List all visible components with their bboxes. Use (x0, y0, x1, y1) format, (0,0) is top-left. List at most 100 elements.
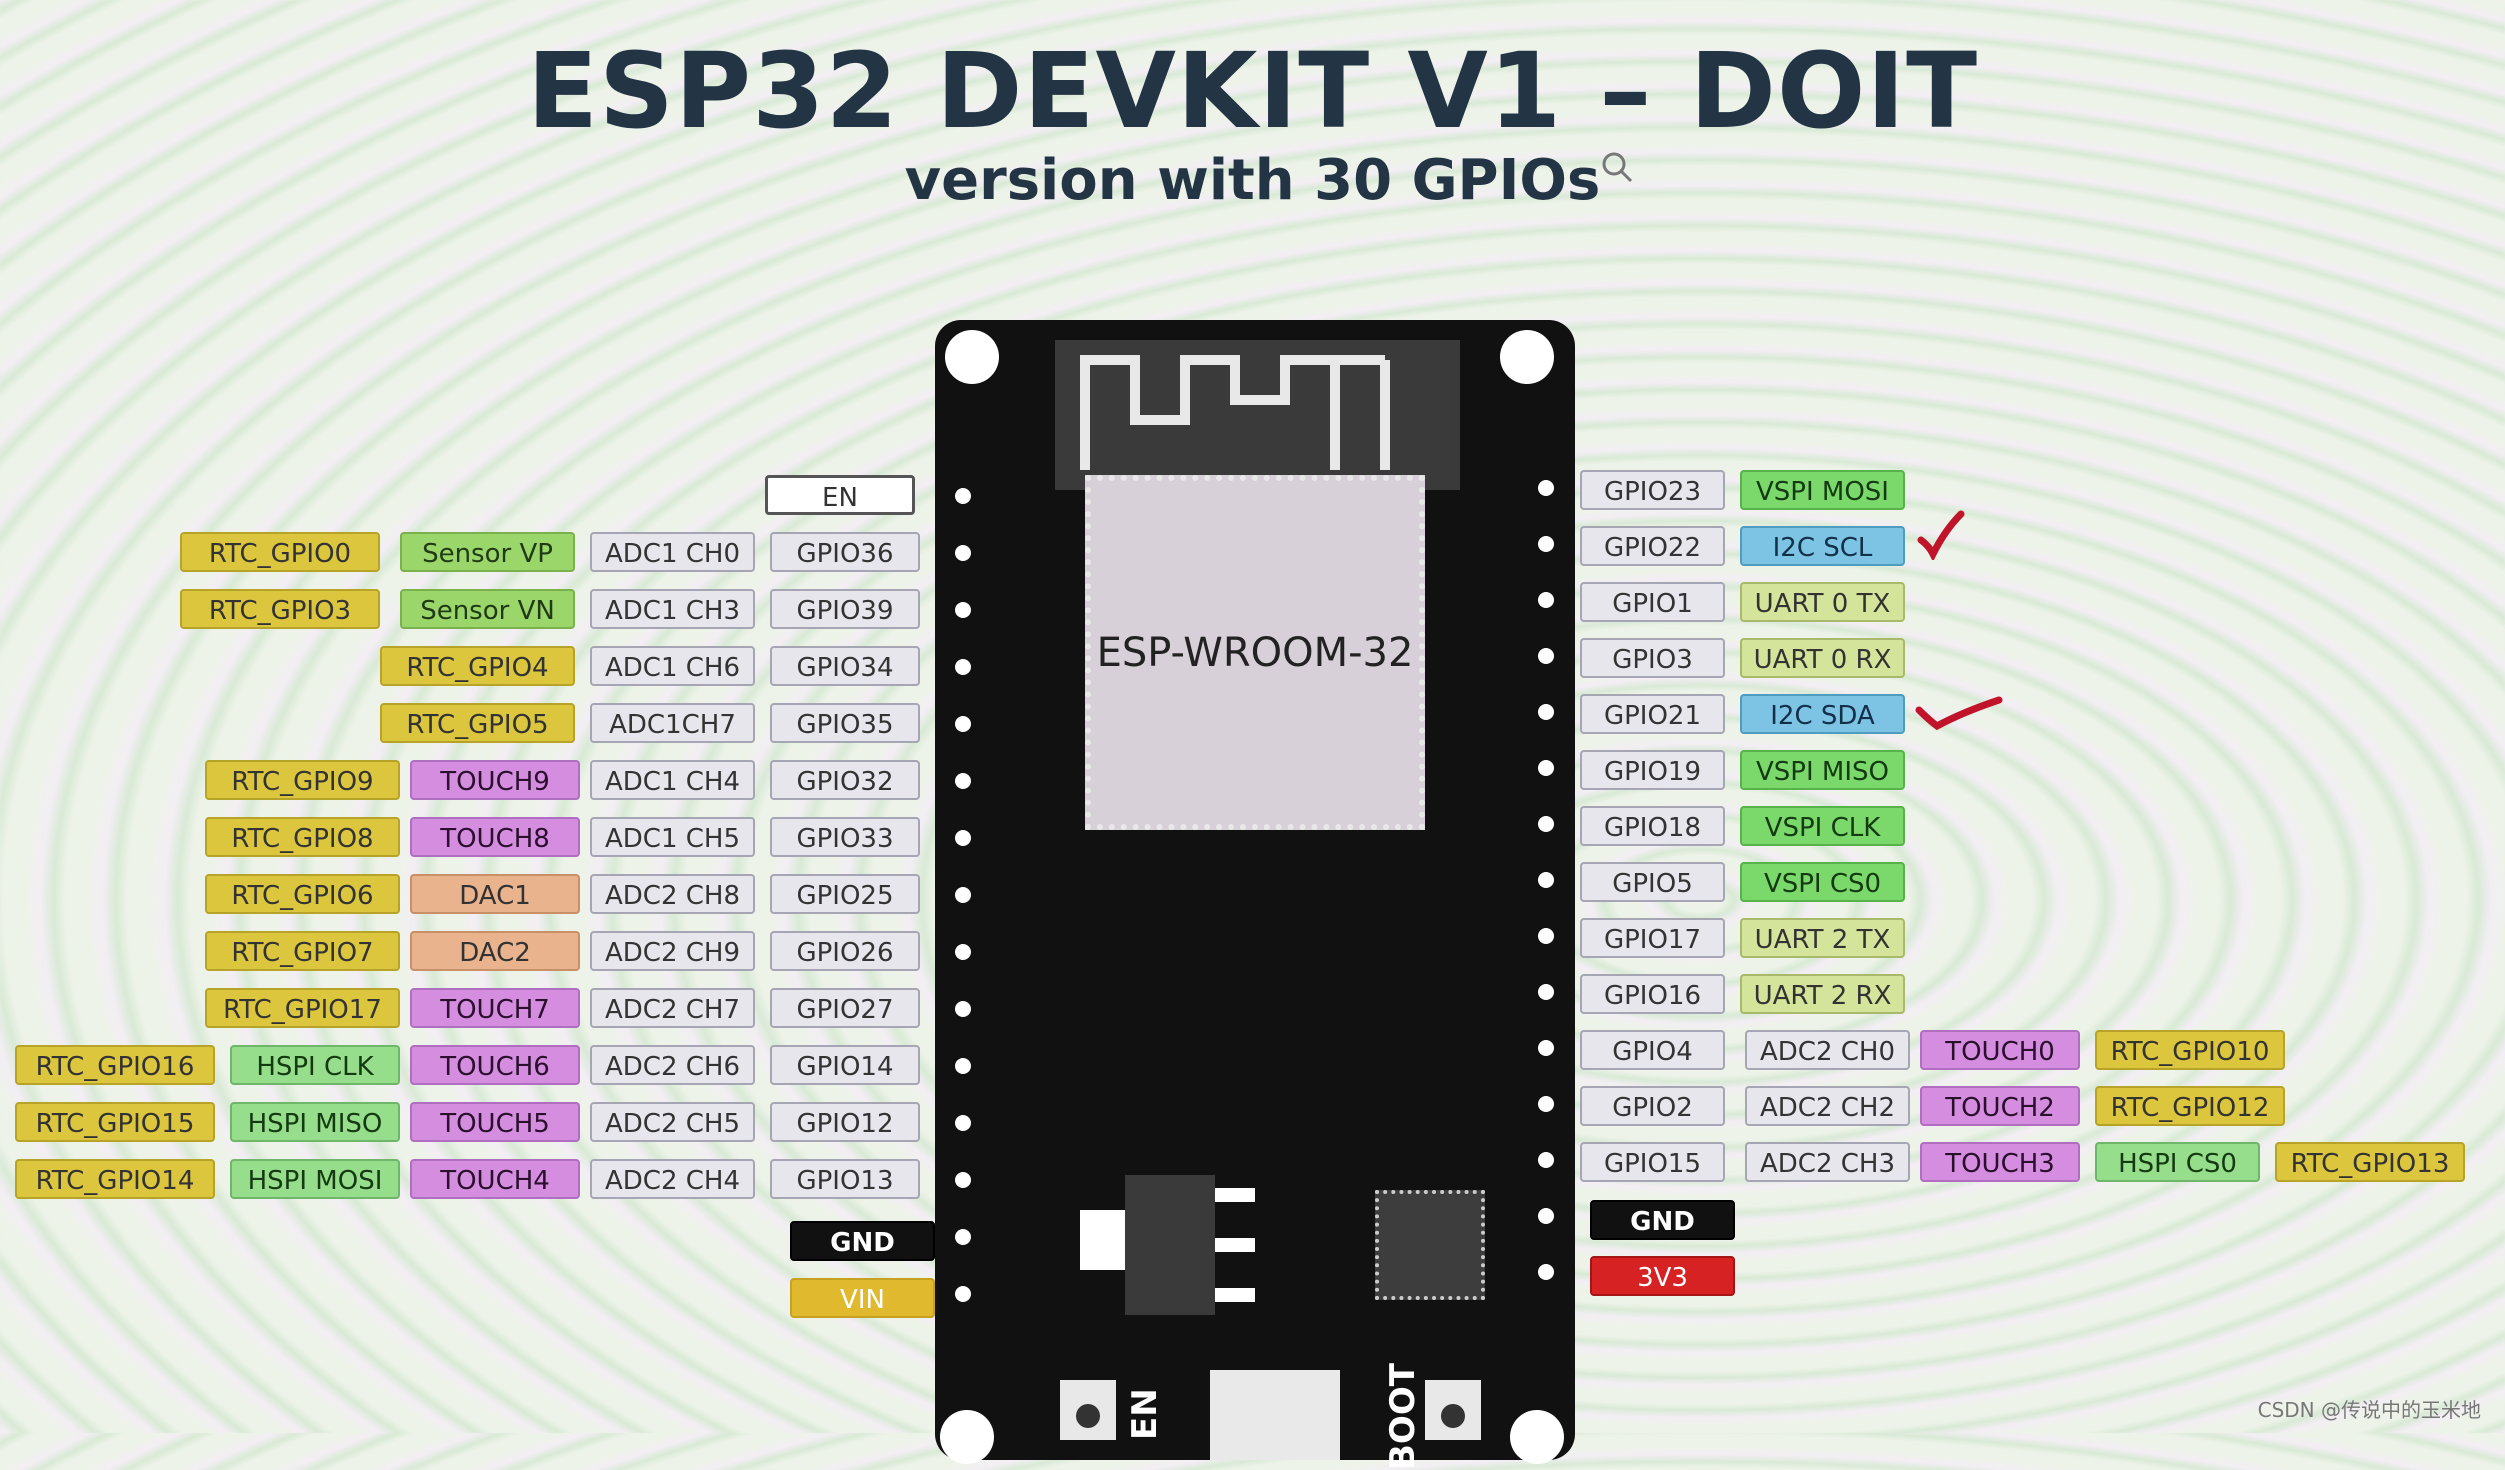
voltage-regulator (1125, 1175, 1215, 1315)
header-pin-dot (1538, 480, 1554, 496)
gpio-label: GPIO14 (770, 1045, 920, 1085)
mount-hole-bottom-right (1510, 1410, 1564, 1464)
rtc-gpio-label: RTC_GPIO10 (2095, 1030, 2285, 1070)
function-label: VSPI CS0 (1740, 862, 1905, 902)
adc-label: ADC2 CH9 (590, 931, 755, 971)
header-pin-dot (955, 545, 971, 561)
gpio-label: GPIO23 (1580, 470, 1725, 510)
function-label: UART 0 TX (1740, 582, 1905, 622)
gpio-label: GPIO1 (1580, 582, 1725, 622)
gpio-label: GPIO33 (770, 817, 920, 857)
function-label: UART 0 RX (1740, 638, 1905, 678)
gpio-label: GPIO26 (770, 931, 920, 971)
gpio-label: GPIO27 (770, 988, 920, 1028)
header-pin-dot (1538, 928, 1554, 944)
rtc-gpio-label: RTC_GPIO8 (205, 817, 400, 857)
gpio-label: GPIO5 (1580, 862, 1725, 902)
hspi-label: HSPI MISO (230, 1102, 400, 1142)
rtc-gpio-label: RTC_GPIO9 (205, 760, 400, 800)
header-pin-dot (1538, 760, 1554, 776)
adc-label: ADC2 CH0 (1745, 1030, 1910, 1070)
header-pin-dot (955, 944, 971, 960)
gpio-label: GPIO17 (1580, 918, 1725, 958)
zoom-icon[interactable] (1600, 150, 1634, 184)
gpio-label: GPIO12 (770, 1102, 920, 1142)
page-subtitle: version with 30 GPIOs (0, 148, 2505, 213)
hspi-label: HSPI MOSI (230, 1159, 400, 1199)
header-pin-dot (1538, 1264, 1554, 1280)
touch-label: TOUCH4 (410, 1159, 580, 1199)
esp32-board: ESP-WROOM-32 EN BOOT (935, 320, 1575, 1460)
header-pin-dot (955, 602, 971, 618)
antenna (1055, 340, 1460, 490)
function-label: VSPI CLK (1740, 806, 1905, 846)
gpio-label: GPIO32 (770, 760, 920, 800)
touch-label: TOUCH5 (410, 1102, 580, 1142)
header-pin-dot (955, 716, 971, 732)
module-label: ESP-WROOM-32 (1097, 630, 1414, 676)
adc-label: ADC1 CH4 (590, 760, 755, 800)
rtc-gpio-label: RTC_GPIO12 (2095, 1086, 2285, 1126)
adc-label: ADC1 CH3 (590, 589, 755, 629)
function-label: UART 2 TX (1740, 918, 1905, 958)
header-pin-dot (1538, 704, 1554, 720)
usb-serial-chip (1375, 1190, 1485, 1300)
rtc-gpio-label: RTC_GPIO14 (15, 1159, 215, 1199)
header-pin-dot (1538, 536, 1554, 552)
rtc-gpio-label: RTC_GPIO13 (2275, 1142, 2465, 1182)
gpio-label: GPIO36 (770, 532, 920, 572)
rtc-gpio-label: RTC_GPIO5 (380, 703, 575, 743)
mount-hole-bottom-left (940, 1410, 994, 1464)
adc-label: ADC2 CH5 (590, 1102, 755, 1142)
touch-label: TOUCH3 (1920, 1142, 2080, 1182)
header-pin-dot (955, 1115, 971, 1131)
header-pin-dot (955, 830, 971, 846)
hspi-label: HSPI CS0 (2095, 1142, 2260, 1182)
gpio-label: GPIO34 (770, 646, 920, 686)
3v3-label: 3V3 (1590, 1256, 1735, 1296)
gpio-label: GPIO25 (770, 874, 920, 914)
dac-label: DAC2 (410, 931, 580, 971)
pin-label-en: EN (765, 475, 915, 515)
touch-label: TOUCH7 (410, 988, 580, 1028)
regulator-pin (1215, 1238, 1255, 1252)
rtc-gpio-label: RTC_GPIO17 (205, 988, 400, 1028)
touch-label: TOUCH6 (410, 1045, 580, 1085)
header-pin-dot (1538, 1152, 1554, 1168)
gnd-label: GND (1590, 1200, 1735, 1240)
gpio-label: GPIO16 (1580, 974, 1725, 1014)
en-button[interactable] (1060, 1380, 1116, 1440)
micro-usb-port (1210, 1370, 1340, 1460)
gpio-label: GPIO13 (770, 1159, 920, 1199)
gpio-label: GPIO15 (1580, 1142, 1725, 1182)
check-mark-icon (1915, 510, 1985, 560)
header-pin-dot (1538, 984, 1554, 1000)
header-pin-dot (1538, 1208, 1554, 1224)
rtc-gpio-label: RTC_GPIO3 (180, 589, 380, 629)
boot-button-label: BOOT (1383, 1363, 1423, 1470)
header-pin-dot (1538, 872, 1554, 888)
gpio-label: GPIO2 (1580, 1086, 1725, 1126)
button-cap-icon (1441, 1404, 1465, 1428)
adc-label: ADC2 CH2 (1745, 1086, 1910, 1126)
boot-button[interactable] (1425, 1380, 1481, 1440)
function-label: UART 2 RX (1740, 974, 1905, 1014)
gpio-label: GPIO22 (1580, 526, 1725, 566)
gpio-label: GPIO3 (1580, 638, 1725, 678)
function-label: I2C SDA (1740, 694, 1905, 734)
page-title: ESP32 DEVKIT V1 – DOIT (0, 30, 2505, 152)
header-pin-dot (955, 1001, 971, 1017)
function-label: VSPI MOSI (1740, 470, 1905, 510)
gpio-label: GPIO35 (770, 703, 920, 743)
header-pin-dot (1538, 592, 1554, 608)
button-cap-icon (1076, 1404, 1100, 1428)
hspi-label: HSPI CLK (230, 1045, 400, 1085)
header-pin-dot (955, 887, 971, 903)
header-pin-dot (1538, 1096, 1554, 1112)
header-pin-dot (955, 659, 971, 675)
adc-label: ADC2 CH7 (590, 988, 755, 1028)
mount-hole-top-left (945, 330, 999, 384)
rtc-gpio-label: RTC_GPIO0 (180, 532, 380, 572)
rtc-gpio-label: RTC_GPIO16 (15, 1045, 215, 1085)
adc-label: ADC2 CH4 (590, 1159, 755, 1199)
